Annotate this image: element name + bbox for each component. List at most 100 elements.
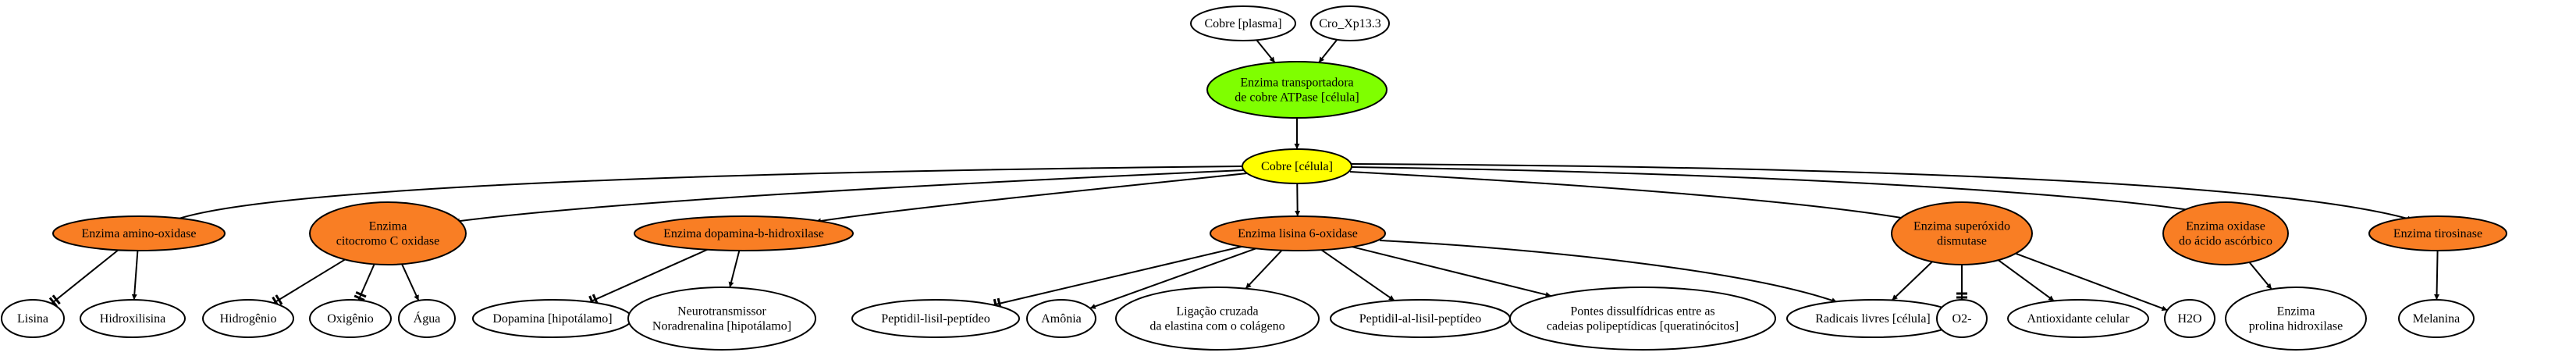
edge-citocromo-to-agua [401, 263, 420, 301]
node-label: Dopamina [hipotálamo] [492, 312, 612, 326]
edge-line [728, 250, 741, 288]
edge-superoxido-to-h2o [2015, 252, 2168, 312]
node-label: de cobre ATPase [célula] [1235, 91, 1359, 105]
node-label: Enzima dopamina-b-hidroxilase [663, 227, 824, 240]
node-ascorbico: Enzima oxidase do ácido ascórbico [2162, 201, 2289, 265]
edge-line [1320, 249, 1395, 301]
edge-line [453, 169, 1245, 224]
node-ellipse [1115, 287, 1320, 351]
node-dopamina: Dopamina [hipotálamo] [472, 299, 633, 338]
edge-cobre_celula-to-amino_oxidase [169, 166, 1243, 222]
node-label: do ácido ascórbico [2179, 235, 2272, 248]
node-label: Enzima amino-oxidase [81, 227, 196, 240]
edge-tirosinase-to-melanina [2434, 250, 2440, 301]
node-ellipse [1891, 201, 2033, 265]
node-cobre-celula: Cobre [célula] [1242, 148, 1352, 184]
edge-line [1256, 39, 1276, 63]
node-peptidil-lisil: Peptidil-lisil-peptídeo [851, 299, 1020, 338]
node-label: Enzima [2277, 305, 2315, 319]
node-ellipse [2007, 299, 2149, 338]
node-label: cadeias polipeptídicas [queratinócitos] [1547, 320, 1739, 333]
edge-cobre_plasma-to-atpase [1256, 39, 1276, 63]
edge-lisina_oxidase-to-ligacao [1245, 249, 1283, 290]
node-label: Peptidil-lisil-peptídeo [881, 312, 990, 326]
node-ellipse [1509, 287, 1776, 351]
node-ellipse [398, 299, 456, 338]
node-label: Antioxidante celular [2027, 312, 2130, 326]
node-lisina-oxidase: Enzima lisina 6-oxidase [1210, 215, 1386, 251]
node-ellipse [851, 299, 1020, 338]
node-label: Lisina [17, 312, 48, 326]
edge-cobre_celula-to-tirosinase [1351, 163, 2414, 222]
node-ellipse [309, 299, 392, 338]
edge-lisina_oxidase-to-peptidil_al [1320, 249, 1395, 301]
node-ellipse [2225, 287, 2367, 351]
node-label: Enzima [369, 220, 407, 233]
node-hidrogenio: Hidrogênio [202, 299, 294, 338]
node-label: Enzima superóxido [1913, 220, 2010, 233]
node-label: Radicais livres [célula] [1815, 312, 1931, 326]
node-ellipse [2398, 299, 2475, 338]
node-ellipse [634, 215, 854, 251]
node-label: Oxigênio [327, 312, 374, 326]
node-label: Amônia [1041, 312, 1082, 326]
edge-lisina_oxidase-to-radicais [1379, 240, 1838, 303]
node-ellipse [2164, 299, 2215, 338]
edge-lisina_oxidase-to-pontes [1352, 246, 1551, 297]
node-label: Neurotransmissor [677, 305, 766, 319]
edge-line [51, 249, 119, 304]
edge-amino_oxidase-to-lisina [48, 249, 119, 308]
node-amonia: Amônia [1026, 299, 1096, 338]
node-label: Ligação cruzada [1176, 305, 1258, 319]
node-label: Peptidil-al-lisil-peptídeo [1359, 312, 1481, 326]
edge-line [993, 245, 1242, 306]
edges-layer [48, 39, 2440, 312]
edge-superoxido-to-radicais [1891, 261, 1933, 301]
node-antioxidante: Antioxidante celular [2007, 299, 2149, 338]
edge-line [589, 248, 708, 303]
node-hidroxilisina: Hidroxilisina [80, 299, 186, 338]
node-ellipse [80, 299, 186, 338]
edge-line [1245, 249, 1283, 290]
edge-line [1352, 246, 1551, 297]
node-label: Cobre [plasma] [1204, 17, 1281, 30]
edge-cobre_celula-to-dopamina_hidroxilase [815, 173, 1248, 224]
edge-line [273, 258, 346, 304]
node-ellipse [1, 299, 65, 338]
node-cobre-plasma: Cobre [plasma] [1190, 5, 1296, 41]
node-label: prolina hidroxilase [2249, 320, 2343, 333]
node-radicais: Radicais livres [célula] [1786, 299, 1960, 338]
edge-citocromo-to-hidrogenio [272, 258, 346, 308]
node-label: Pontes dissulfídricas entre as [1570, 305, 1714, 319]
node-label: Enzima oxidase [2186, 220, 2265, 233]
tee-head [355, 290, 367, 298]
node-ellipse [1310, 5, 1390, 41]
node-label: Enzima lisina 6-oxidase [1238, 227, 1358, 240]
node-label: Hidroxilisina [100, 312, 165, 326]
edge-cobre_celula-to-superoxido [1349, 171, 1924, 224]
node-ellipse [1026, 299, 1096, 338]
node-oxigenio: Oxigênio [309, 299, 392, 338]
node-ellipse [627, 287, 816, 351]
node-label: Hidrogênio [220, 312, 277, 326]
edge-cro_xp-to-atpase [1318, 39, 1338, 63]
edge-lisina_oxidase-to-amonia [1089, 247, 1256, 309]
node-tirosinase: Enzima tirosinase [2368, 215, 2507, 251]
edge-line [169, 166, 1243, 222]
node-label: Enzima tirosinase [2393, 227, 2482, 240]
edge-line [2015, 252, 2168, 312]
edge-cobre_celula-to-ascorbico [1351, 166, 2204, 215]
node-amino-oxidase: Enzima amino-oxidase [52, 215, 226, 251]
edge-line [1379, 240, 1838, 303]
node-dopamina-hidroxilase: Enzima dopamina-b-hidroxilase [634, 215, 854, 251]
edge-line [401, 263, 420, 301]
node-label: Noradrenalina [hipotálamo] [652, 320, 791, 333]
node-h2o: H2O [2164, 299, 2215, 338]
